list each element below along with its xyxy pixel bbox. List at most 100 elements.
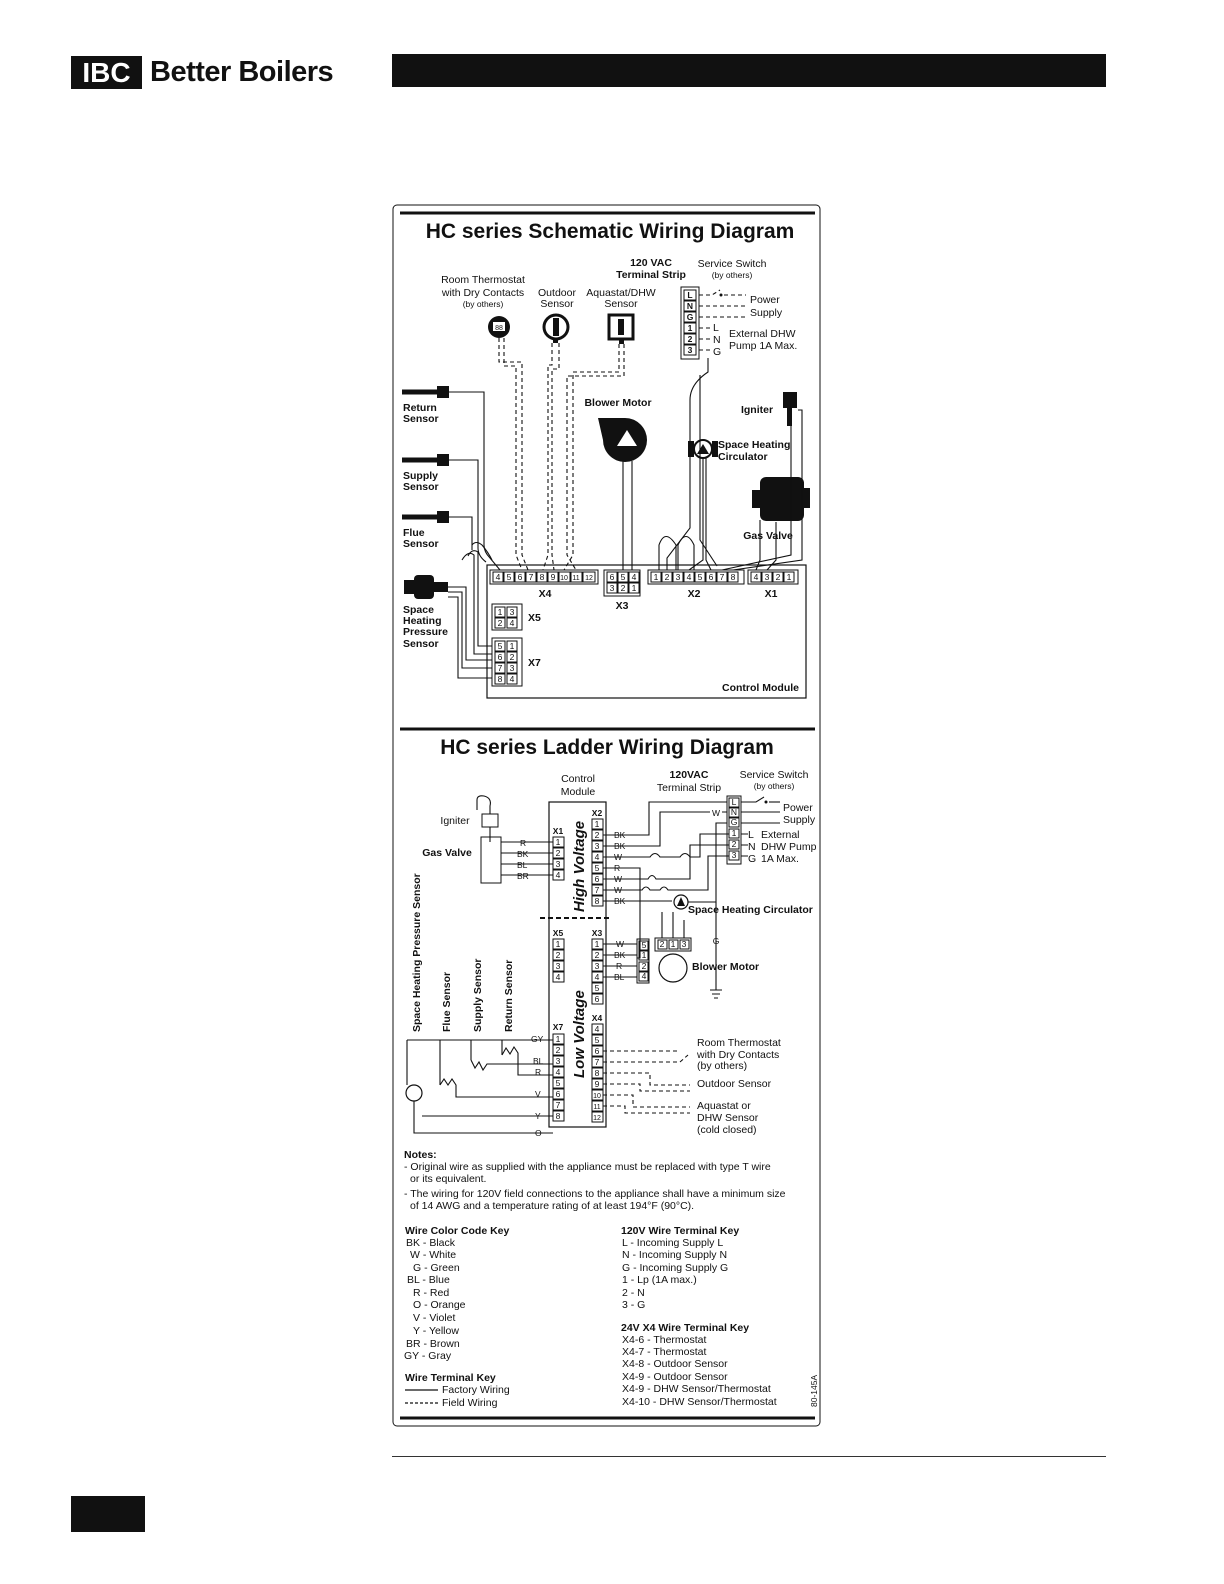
svg-text:5: 5 <box>556 1078 561 1088</box>
control-module-box <box>486 564 807 699</box>
schematic-wires <box>448 338 803 679</box>
terminal-strip: L N G 1 2 3 <box>680 286 700 360</box>
svg-text:3: 3 <box>610 583 615 593</box>
svg-text:1: 1 <box>671 939 676 949</box>
svg-text:4: 4 <box>496 572 501 582</box>
svg-text:12: 12 <box>593 1115 601 1122</box>
svg-text:2: 2 <box>510 652 515 662</box>
high-voltage-label: High Voltage <box>571 821 588 912</box>
svg-text:11: 11 <box>572 575 579 582</box>
svg-text:Terminal Strip: Terminal Strip <box>616 269 686 281</box>
service-switch-label: Service Switch <box>698 258 767 270</box>
outdoor-sensor-label: Outdoor <box>538 287 576 299</box>
ladder-igniter-icon <box>476 795 499 828</box>
ladder-x2-label: X2 <box>592 808 603 818</box>
x3-connector: 6 5 4 3 2 1 <box>603 569 641 597</box>
ladder-gas-wire-labels: R BK BL BR <box>517 838 529 881</box>
ladder-outdoor-sensor-label: Outdoor Sensor <box>697 1078 772 1090</box>
svg-text:2: 2 <box>642 961 647 971</box>
page-number-tab <box>71 1496 145 1532</box>
ladder-pressure-sensor-label: Space Heating Pressure Sensor <box>411 873 423 1032</box>
svg-text:(by others): (by others) <box>754 781 795 791</box>
circulator-icon <box>688 439 718 459</box>
svg-text:1A Max.: 1A Max. <box>761 853 799 865</box>
ladder-service-switch-label: Service Switch <box>740 769 809 781</box>
svg-text:11: 11 <box>593 1104 600 1111</box>
svg-text:1: 1 <box>632 583 637 593</box>
return-sensor-icon <box>402 386 449 398</box>
document-code: 80-145A <box>809 1375 819 1407</box>
svg-text:3: 3 <box>595 841 600 851</box>
svg-text:V: V <box>535 1089 541 1099</box>
svg-text:Sensor: Sensor <box>540 298 574 310</box>
svg-text:7: 7 <box>498 663 503 673</box>
color-key-list: BK - Black W - White G - Green BL - Blue… <box>404 1237 466 1362</box>
circulator-label: Space Heating <box>718 439 790 451</box>
svg-text:X4-6 - Thermostat: X4-6 - Thermostat <box>622 1334 707 1346</box>
svg-text:6: 6 <box>498 652 503 662</box>
svg-text:5: 5 <box>698 572 703 582</box>
svg-text:N: N <box>713 334 721 346</box>
room-thermostat-label: Room Thermostat <box>441 274 525 286</box>
svg-text:7: 7 <box>595 885 600 895</box>
ladder-circulator-icon <box>673 894 689 910</box>
svg-text:Sensor: Sensor <box>403 538 439 550</box>
svg-text:4: 4 <box>687 572 692 582</box>
ladder-x4-label: X4 <box>592 1013 603 1023</box>
svg-text:1: 1 <box>498 607 503 617</box>
return-sensor-label: Return <box>403 402 437 414</box>
svg-text:6: 6 <box>595 874 600 884</box>
svg-text:4: 4 <box>556 870 561 880</box>
svg-text:10: 10 <box>560 575 568 582</box>
svg-text:BL: BL <box>517 860 528 870</box>
svg-text:1: 1 <box>595 939 600 949</box>
x2-connector: 1 2 3 4 5 6 7 8 <box>647 569 745 585</box>
svg-text:Supply: Supply <box>750 307 783 319</box>
ladder-x5-connector: 1 2 3 4 <box>552 938 565 983</box>
notes-heading: Notes: <box>404 1149 437 1161</box>
svg-text:8: 8 <box>556 1111 561 1121</box>
x4-label: X4 <box>539 588 552 600</box>
svg-text:X4-9 - DHW Sensor/Thermostat: X4-9 - DHW Sensor/Thermostat <box>622 1383 771 1395</box>
x5-connector: 1 3 2 4 <box>491 603 523 631</box>
ladder-igniter-label: Igniter <box>440 815 470 827</box>
svg-text:Circulator: Circulator <box>718 451 768 463</box>
ladder-x1-connector: 1 2 3 4 <box>552 836 565 881</box>
svg-text:3: 3 <box>732 850 737 860</box>
svg-text:5: 5 <box>595 863 600 873</box>
svg-text:1: 1 <box>642 950 647 960</box>
aquastat-sensor-icon <box>607 313 635 344</box>
svg-text:X4-8 - Outdoor Sensor: X4-8 - Outdoor Sensor <box>622 1358 728 1370</box>
color-key-heading: Wire Color Code Key <box>405 1225 509 1237</box>
svg-text:10: 10 <box>593 1093 601 1100</box>
svg-text:with Dry Contacts: with Dry Contacts <box>441 287 524 299</box>
svg-text:1: 1 <box>787 572 792 582</box>
svg-text:7: 7 <box>556 1100 561 1110</box>
ladder-x7-label: X7 <box>553 1022 564 1032</box>
ladder-x7-wire-labels: GY BL R V Y O <box>531 1034 544 1138</box>
svg-text:3: 3 <box>595 961 600 971</box>
svg-text:1: 1 <box>732 828 737 838</box>
svg-text:9: 9 <box>595 1079 600 1089</box>
v120-key-heading: 120V Wire Terminal Key <box>621 1225 739 1237</box>
outdoor-sensor-icon <box>542 313 570 343</box>
svg-text:Supply: Supply <box>783 814 816 826</box>
note-1: - Original wire as supplied with the app… <box>404 1161 771 1173</box>
ladder-blower-motor-label: Blower Motor <box>692 961 759 973</box>
terminal-key-heading: Wire Terminal Key <box>405 1372 496 1384</box>
svg-text:Module: Module <box>561 786 596 798</box>
svg-text:G: G <box>713 346 721 358</box>
svg-text:Pressure: Pressure <box>403 626 448 638</box>
x7-connector: 5 1 6 2 7 3 8 4 <box>491 637 523 687</box>
svg-text:6: 6 <box>610 572 615 582</box>
flue-sensor-icon <box>402 511 449 523</box>
svg-text:3: 3 <box>676 572 681 582</box>
ladder-wires <box>405 801 729 1134</box>
svg-text:2: 2 <box>595 830 600 840</box>
svg-text:6: 6 <box>556 1089 561 1099</box>
svg-text:R: R <box>520 838 526 848</box>
svg-text:4: 4 <box>510 618 515 628</box>
pressure-sensor-label: Space <box>403 604 434 616</box>
svg-text:W - White: W - White <box>410 1249 456 1261</box>
svg-text:2: 2 <box>595 950 600 960</box>
